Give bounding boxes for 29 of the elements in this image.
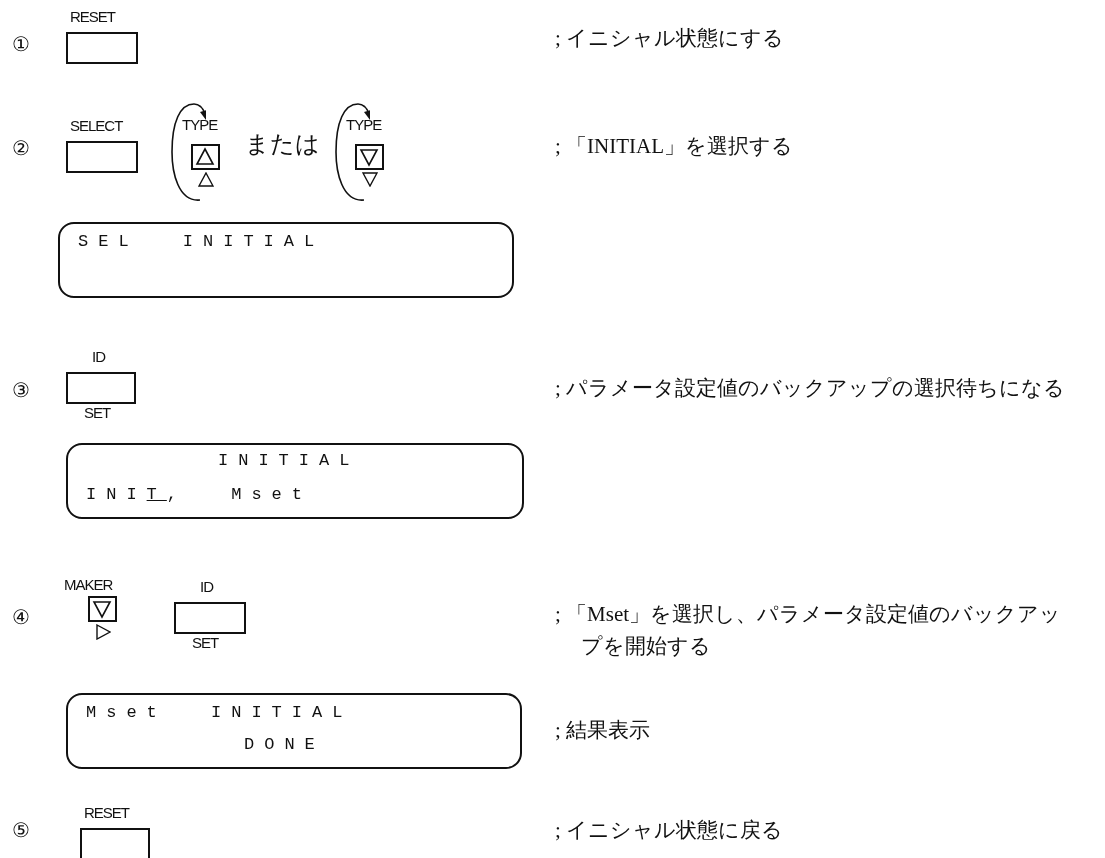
key-label: SELECT [70,117,123,134]
step-number: ③ [12,378,30,402]
lcd-display [66,443,524,519]
key-label: ID [92,348,105,365]
step-description: ; イニシャル状態に戻る [555,817,785,844]
display-text: INITIAL [218,451,360,470]
key-label: SET [192,634,219,651]
connecting-word: または [245,130,320,159]
key-label: TYPE [182,116,218,133]
key-label: RESET [84,804,129,821]
step-number: ② [12,136,30,160]
display-text: Mset INITIAL [86,703,353,722]
key-label: MAKER [64,576,113,593]
step-description: ; イニシャル状態にする [555,25,786,52]
display-text: SEL INITIAL [78,232,325,251]
lcd-display [58,222,514,298]
key-label: RESET [70,8,115,25]
lcd-display [66,693,522,769]
step-number: ④ [12,605,30,629]
step-description: ; パラメータ設定値のバックアップの選択待ちになる [555,375,1067,402]
step-description: ; 結果表示 [555,717,652,744]
key-label: ID [200,578,213,595]
step-number: ⑤ [12,818,30,842]
key-label: SET [84,404,111,421]
step-description: ; 「INITIAL」を選択する [555,133,795,160]
step-number: ① [12,32,30,56]
key-label: TYPE [346,116,382,133]
display-text: DONE [244,735,325,754]
step-description: ; 「Mset」を選択し、パラメータ設定値のバックアップを開始する [555,601,1063,660]
